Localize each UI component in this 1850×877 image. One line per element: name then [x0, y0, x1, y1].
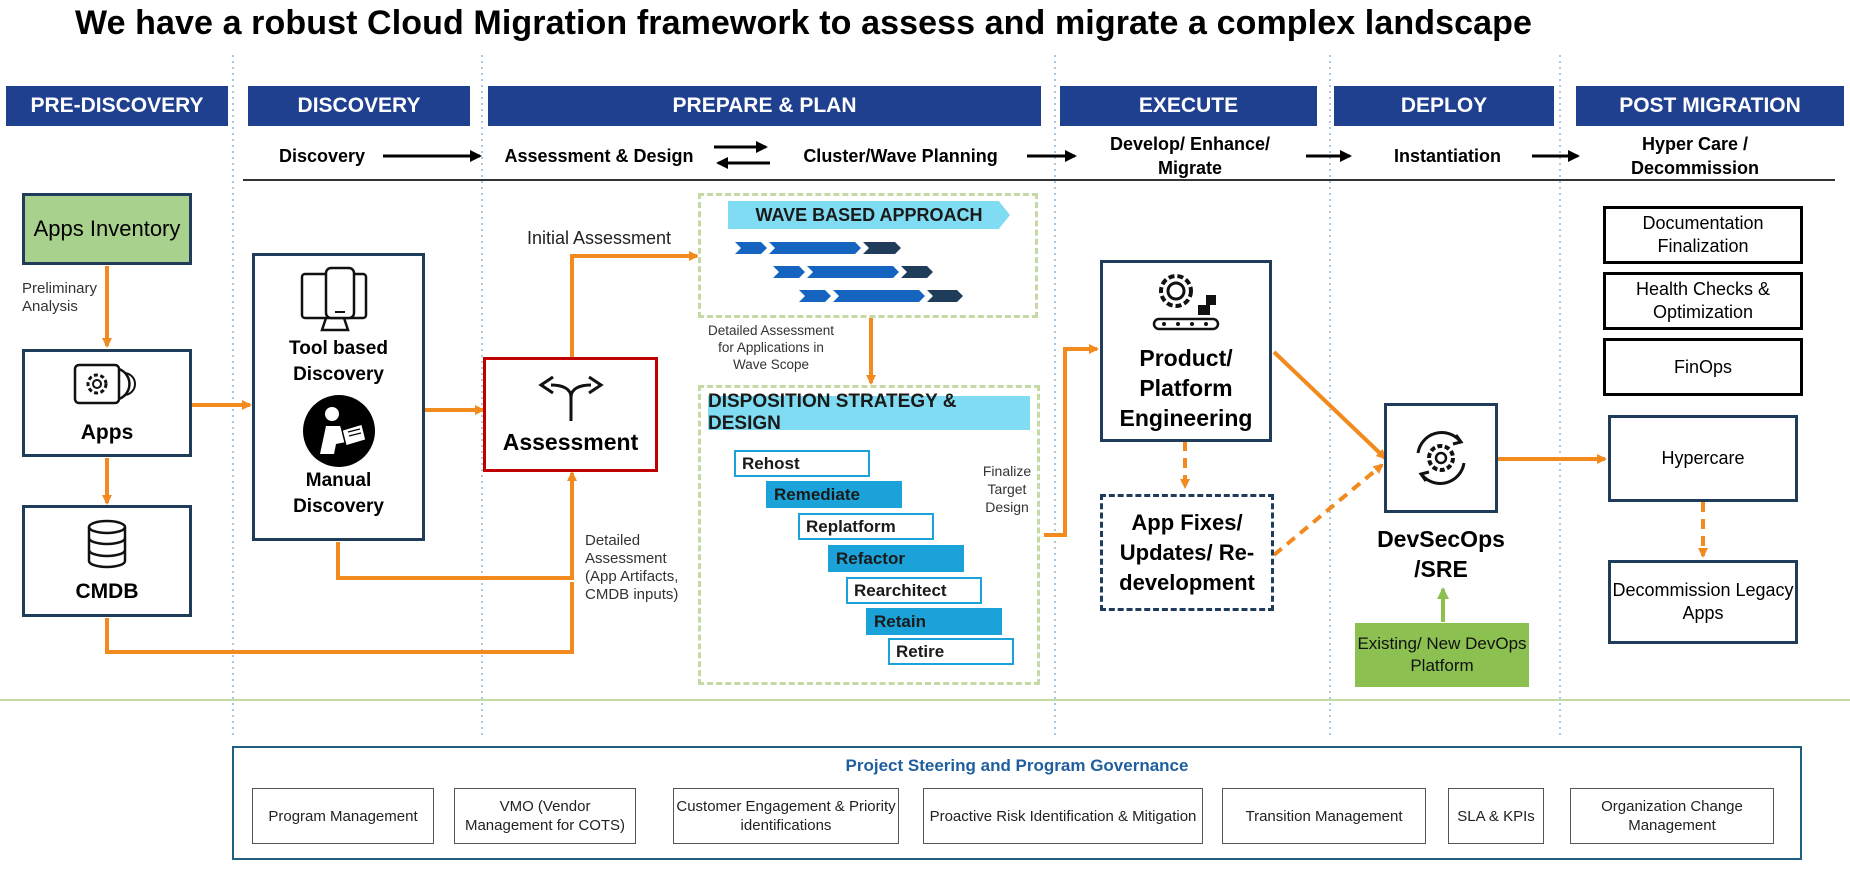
- split-arrow-icon: [535, 373, 607, 423]
- database-icon: [85, 518, 129, 570]
- wave-bars: [735, 242, 963, 302]
- cmdb-label: CMDB: [75, 580, 139, 603]
- governance-title: Project Steering and Program Governance: [845, 756, 1189, 775]
- wave-detailed-assessment-label: Detailed Assessment for Applications in …: [707, 323, 835, 372]
- step-assessment-design: Assessment & Design: [504, 146, 694, 166]
- governance-proactive-risk: Proactive Risk Identification & Mitigati…: [923, 788, 1203, 844]
- gear-cd-icon: [72, 361, 142, 407]
- strategy-rehost: Rehost: [734, 450, 870, 477]
- phase-header-discovery: DISCOVERY: [248, 86, 470, 126]
- hypercare-box: Hypercare: [1608, 415, 1798, 502]
- phase-header-execute: EXECUTE: [1060, 86, 1317, 126]
- tool-based-discovery-label: Tool based Discovery: [289, 338, 388, 385]
- phase-header-deploy: DEPLOY: [1334, 86, 1554, 126]
- strategy-remediate: Remediate: [766, 481, 902, 508]
- strategy-refactor: Refactor: [828, 545, 964, 572]
- page-title: We have a robust Cloud Migration framewo…: [75, 4, 1532, 42]
- governance-program-management: Program Management: [252, 788, 434, 844]
- strategy-retain: Retain: [866, 608, 1002, 635]
- flow-arrows: [102, 251, 1607, 654]
- governance-sla-kpis: SLA & KPIs: [1448, 788, 1544, 844]
- disposition-panel: [698, 385, 1040, 685]
- strategy-retire: Retire: [888, 638, 1014, 665]
- manual-discovery-label: Manual Discovery: [293, 470, 384, 517]
- disposition-title: DISPOSITION STRATEGY & DESIGN: [708, 391, 1030, 434]
- finalize-target-design-label: Finalize Target Design: [982, 463, 1032, 515]
- product-platform-box: Product/ Platform Engineering: [1100, 260, 1272, 442]
- governance-transition-management: Transition Management: [1222, 788, 1426, 844]
- step-hyper-care-decommission: Hyper Care / Decommission: [1630, 134, 1760, 178]
- dashed-flow-arrows: [1180, 441, 1708, 558]
- health-checks-box: Health Checks & Optimization: [1603, 272, 1803, 330]
- assessment-label: Assessment: [502, 429, 639, 455]
- devsecops-label: DevSecOps /SRE: [1377, 526, 1505, 582]
- mobile-desktop-icon: [298, 266, 380, 336]
- step-cluster-wave-planning: Cluster/Wave Planning: [803, 146, 998, 166]
- existing-devops-box: Existing/ New DevOps Platform: [1355, 623, 1529, 687]
- app-fixes-box: App Fixes/ Updates/ Re-development: [1100, 494, 1274, 611]
- initial-assessment-label: Initial Assessment: [527, 228, 672, 248]
- documentation-box: Documentation Finalization: [1603, 206, 1803, 264]
- preliminary-analysis-label: Preliminary Analysis: [22, 280, 98, 315]
- finops-box: FinOps: [1603, 338, 1803, 396]
- governance-customer-engagement: Customer Engagement & Priority identific…: [673, 788, 899, 844]
- step-arrows: [383, 141, 1580, 169]
- governance-vmo: VMO (Vendor Management for COTS): [454, 788, 636, 844]
- governance-organization-change: Organization Change Management: [1570, 788, 1774, 844]
- phase-header-prepare-plan: PREPARE & PLAN: [488, 86, 1041, 126]
- apps-inventory-box: Apps Inventory: [22, 193, 192, 265]
- assessment-box: Assessment: [483, 357, 658, 472]
- strategy-rearchitect: Rearchitect: [846, 577, 982, 604]
- strategy-replatform: Replatform: [798, 513, 934, 540]
- app-fixes-label: App Fixes/ Updates/ Re-development: [1119, 509, 1255, 595]
- gear-cycle-icon: [1406, 423, 1476, 493]
- apps-box: Apps: [22, 349, 192, 457]
- phase-header-post-migration: POST MIGRATION: [1576, 86, 1844, 126]
- gear-conveyor-icon: [1148, 269, 1224, 337]
- detailed-assessment-label: Detailed Assessment (App Artifacts, CMDB…: [585, 532, 679, 603]
- phase-header-pre-discovery: PRE-DISCOVERY: [6, 86, 228, 126]
- wave-approach-title: WAVE BASED APPROACH: [728, 201, 1010, 229]
- product-platform-label: Product/ Platform Engineering: [1119, 345, 1253, 431]
- step-develop-enhance-migrate: Develop/ Enhance/ Migrate: [1109, 134, 1271, 178]
- step-instantiation: Instantiation: [1394, 146, 1501, 166]
- cmdb-box: CMDB: [22, 505, 192, 617]
- apps-label: Apps: [80, 421, 134, 444]
- discovery-box: Tool based Discovery Manual Discovery: [252, 253, 425, 541]
- decommission-box: Decommission Legacy Apps: [1608, 560, 1798, 644]
- step-discovery: Discovery: [278, 146, 366, 166]
- devsecops-box: [1384, 403, 1498, 513]
- person-reading-icon: [296, 394, 382, 468]
